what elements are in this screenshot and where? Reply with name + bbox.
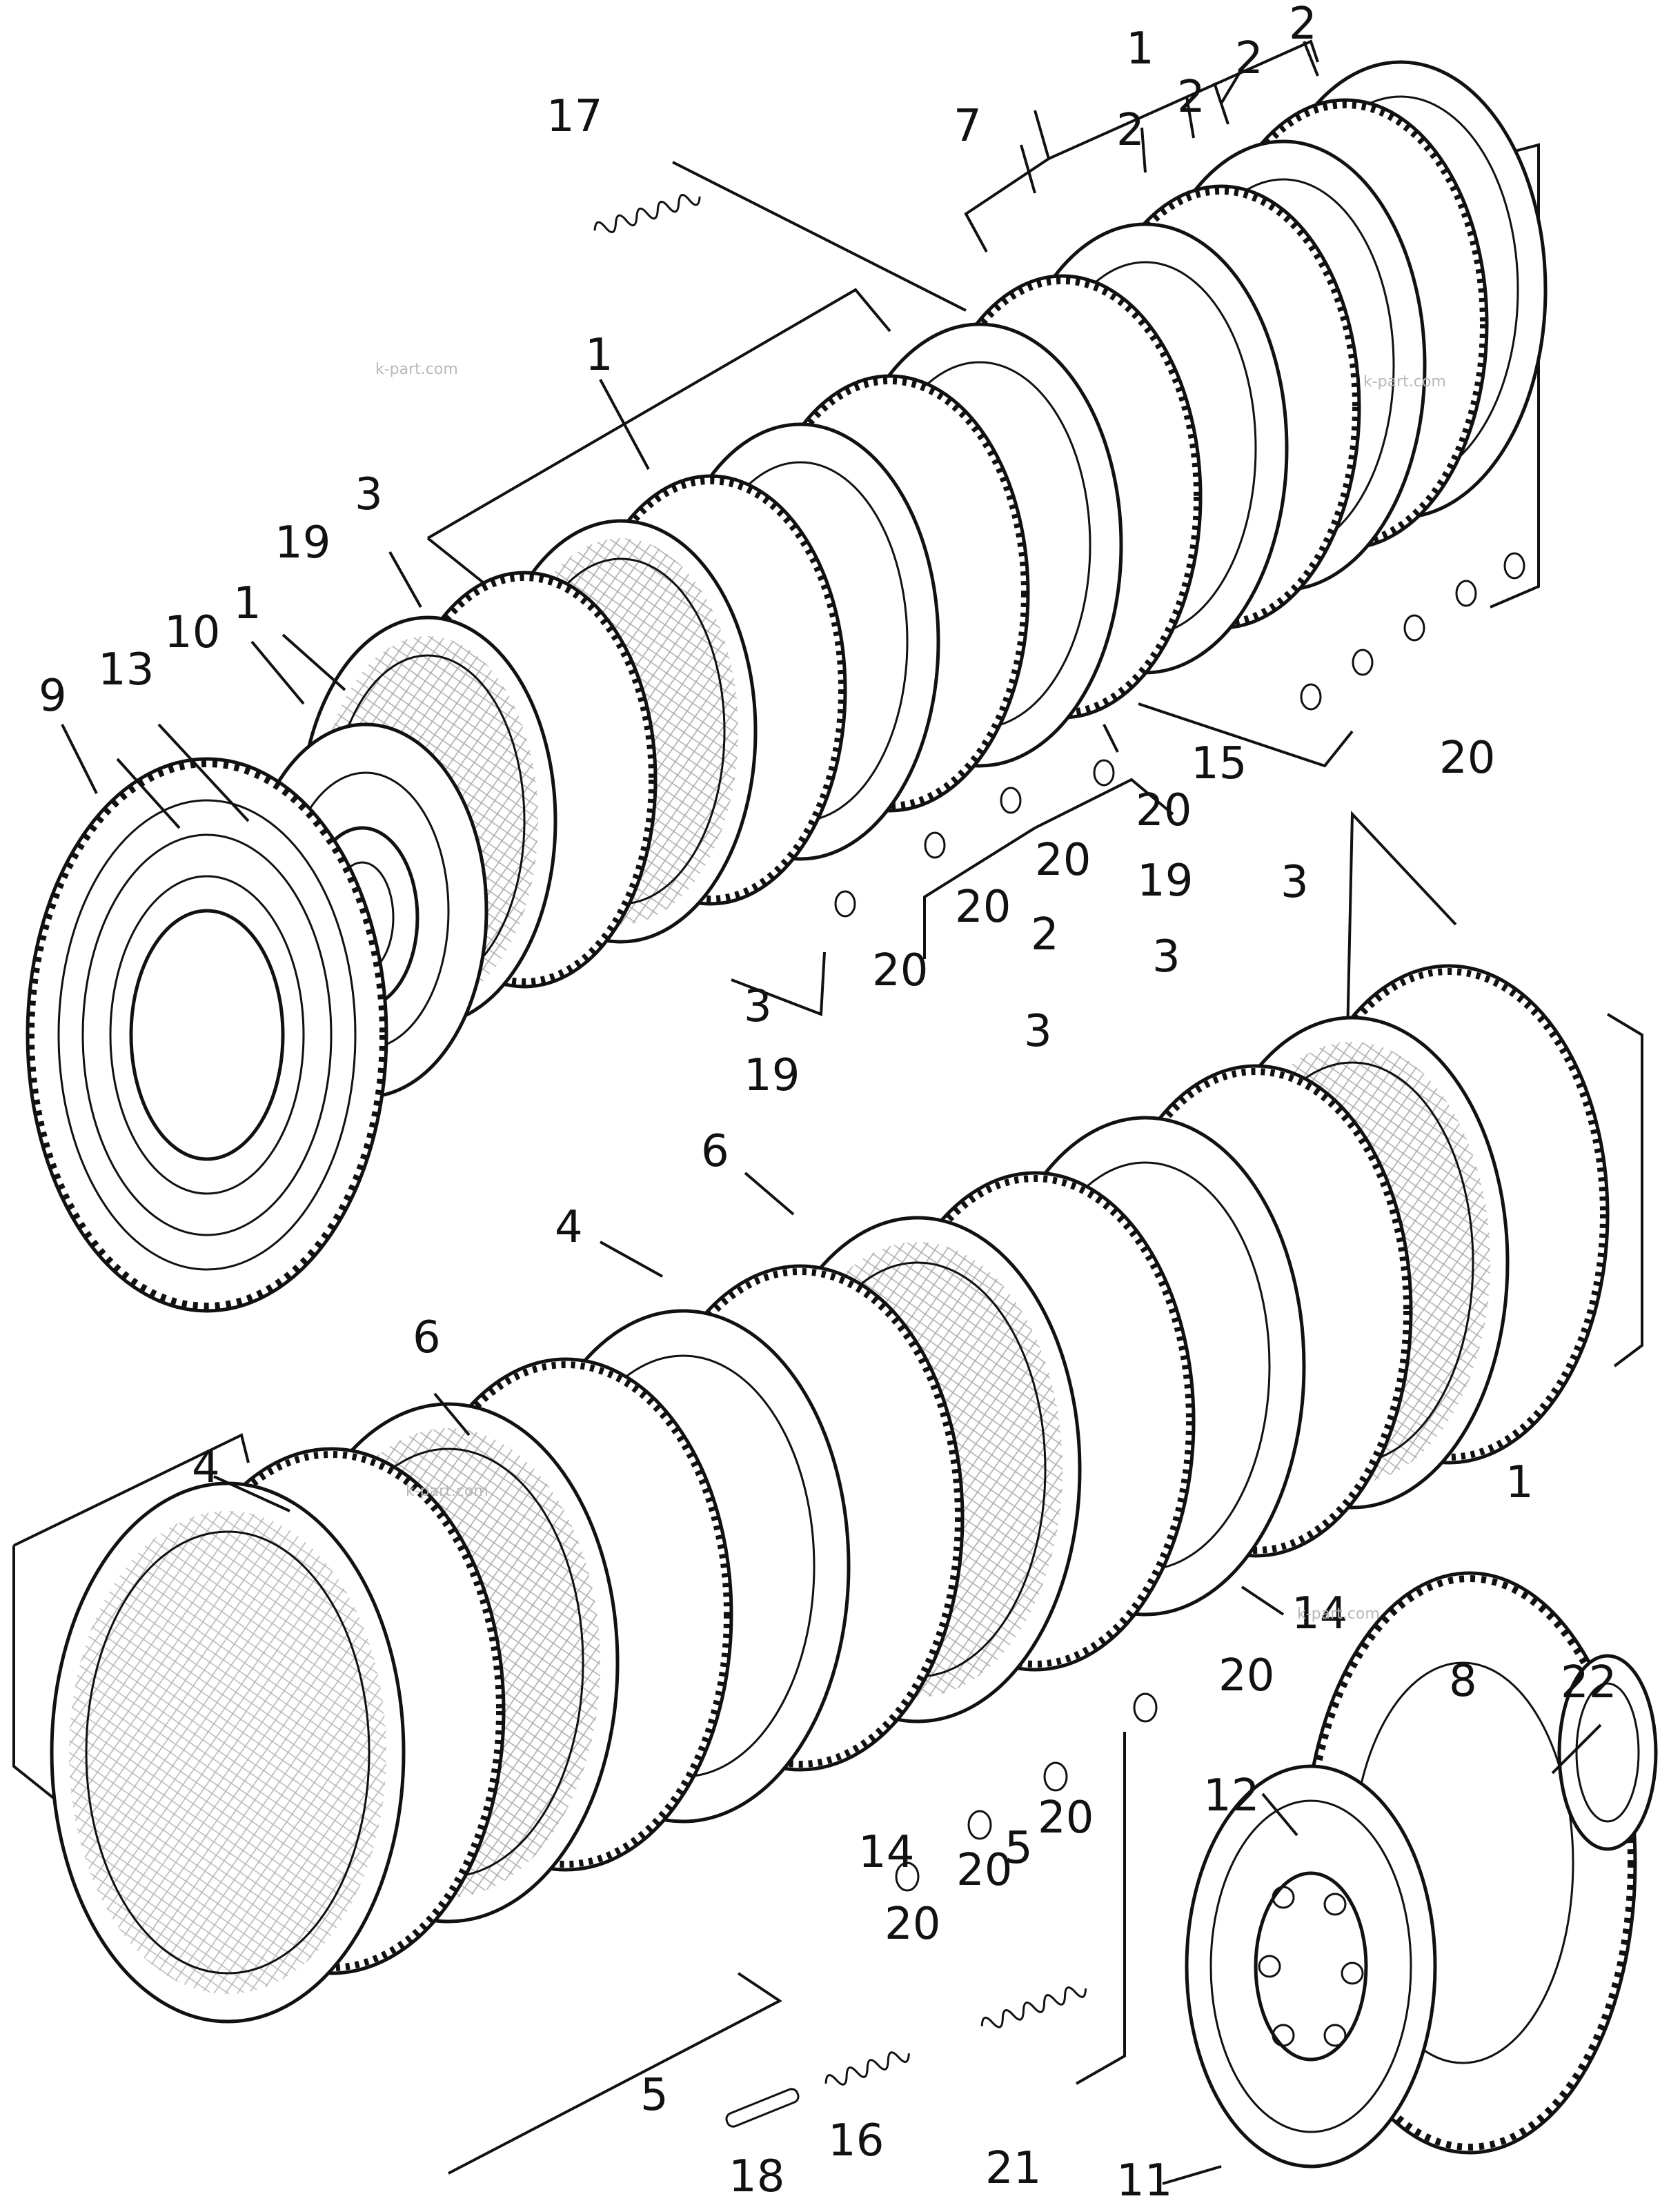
callout-20-a: 20 [1439, 733, 1495, 784]
callout-14-mid: 14 [858, 1827, 914, 1878]
lower-clutch-pack [12, 811, 1658, 2175]
watermark: k-part.com [1363, 373, 1446, 391]
callout-6-lower: 6 [413, 1312, 441, 1363]
callout-20-f: 20 [1218, 1650, 1274, 1701]
callout-3-upper: 3 [355, 469, 383, 520]
callout-2-a: 2 [1289, 0, 1317, 50]
callout-3-r2: 3 [1152, 931, 1180, 982]
callout-2-b: 2 [1235, 33, 1263, 84]
callout-3-r3: 3 [1024, 1006, 1052, 1057]
callout-1-left: 1 [233, 578, 261, 629]
upper-clutch-pack [26, 39, 1548, 1313]
callout-20-i: 20 [885, 1899, 940, 1950]
callout-19-left: 19 [275, 517, 330, 569]
callout-5-bottom: 5 [640, 2070, 669, 2121]
callout-20-h: 20 [956, 1845, 1012, 1896]
callout-1-top: 1 [1126, 23, 1154, 75]
callout-13: 13 [98, 644, 154, 695]
callout-2-c: 2 [1177, 72, 1205, 123]
callout-20-d: 20 [955, 882, 1011, 933]
callout-19-right: 19 [1137, 856, 1193, 907]
watermark: k-part.com [1297, 1606, 1380, 1623]
callout-20-b: 20 [1136, 785, 1192, 836]
callout-7: 7 [953, 101, 982, 152]
watermark: k-part.com [375, 361, 458, 378]
callout-20-e: 20 [872, 945, 928, 996]
callout-10: 10 [164, 607, 220, 658]
upper-plate-stack [298, 60, 1548, 1027]
callout-2-d: 2 [1116, 105, 1145, 156]
callout-4-lower: 4 [192, 1442, 220, 1493]
watermarks: k-part.com k-part.com k-part.com k-part.… [375, 361, 1446, 1623]
callout-3-lower-left: 3 [744, 981, 772, 1032]
callout-9: 9 [39, 671, 67, 722]
callout-5-right: 5 [1005, 1823, 1033, 1874]
callout-3-r1: 3 [1281, 857, 1309, 908]
callout-20-c: 20 [1035, 835, 1091, 886]
spring-17 [593, 194, 701, 233]
callout-14-right: 14 [1292, 1588, 1347, 1639]
large-gear-disc [26, 757, 388, 1313]
callout-17: 17 [546, 91, 602, 142]
spring-16 [824, 2051, 910, 2086]
callout-4-upper: 4 [555, 1202, 583, 1253]
callout-20-g: 20 [1038, 1792, 1094, 1844]
snap-rings-lower [895, 1692, 1158, 1892]
callout-6-upper: 6 [701, 1126, 729, 1177]
output-gear-assembly [1185, 1571, 1658, 2169]
callout-2-e: 2 [1031, 909, 1059, 960]
watermark: k-part.com [406, 1483, 488, 1500]
callout-1-mid: 1 [585, 330, 613, 381]
callout-8: 8 [1449, 1656, 1477, 1707]
leader-lines [61, 41, 1602, 2185]
callout-21: 21 [985, 2143, 1041, 2194]
callout-16: 16 [828, 2115, 884, 2166]
pin-18 [725, 2088, 800, 2128]
part-callouts: 1 1 1 1 2 2 2 2 2 3 3 3 3 3 4 4 5 5 6 6 … [39, 0, 1617, 2203]
spring-21 [980, 1986, 1087, 2028]
callout-19-bottom: 19 [744, 1050, 800, 1101]
callout-11: 11 [1116, 2155, 1172, 2203]
callout-22: 22 [1561, 1657, 1617, 1708]
callout-12: 12 [1203, 1770, 1259, 1821]
callout-1-bottom: 1 [1505, 1457, 1534, 1508]
callout-18: 18 [729, 2151, 784, 2202]
snap-rings-upper [834, 552, 1525, 918]
callout-15: 15 [1191, 738, 1247, 789]
lower-plate-stack [50, 964, 1610, 2024]
